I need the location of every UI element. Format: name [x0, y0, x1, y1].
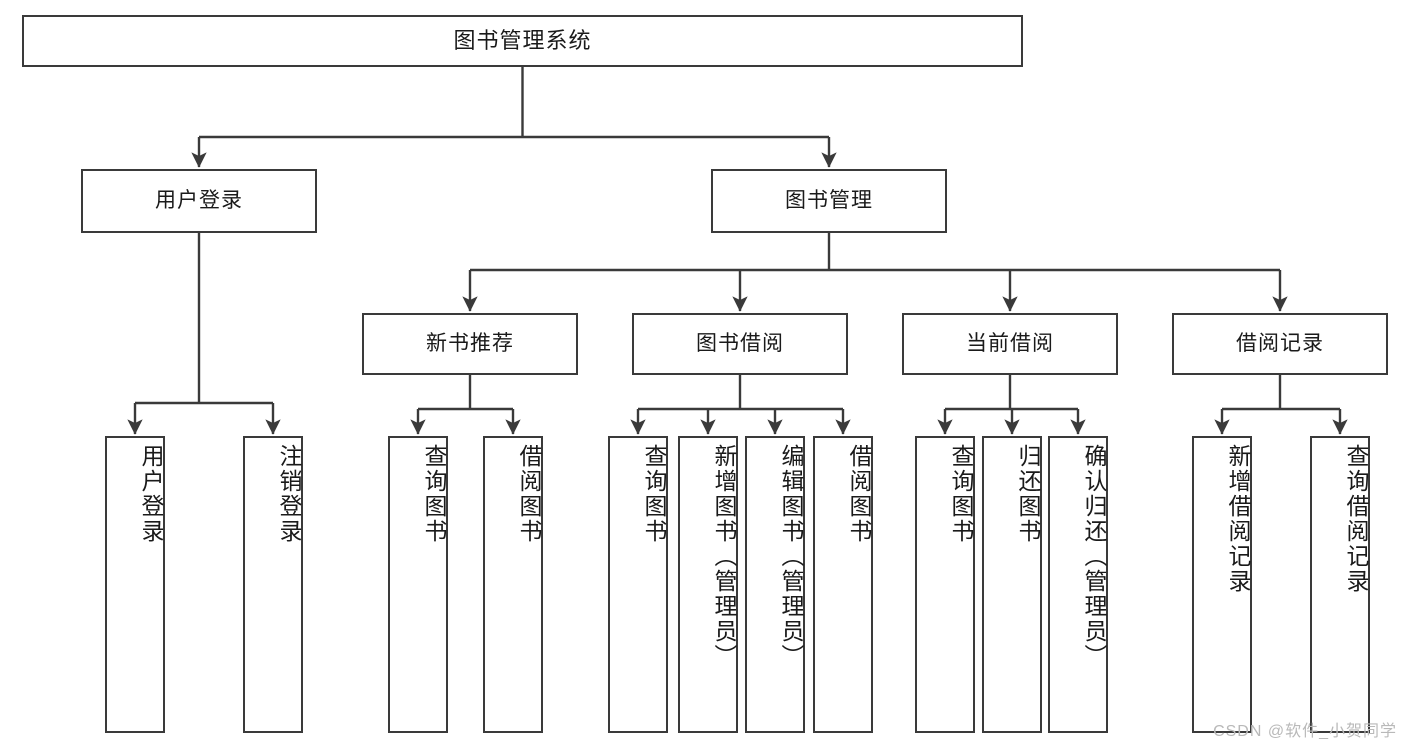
node-l2[interactable]: 注销登录 — [243, 436, 303, 733]
node-borrow[interactable]: 图书借阅 — [632, 313, 848, 375]
node-label: 图书管理系统 — [453, 27, 592, 53]
node-label: 查询图书 — [421, 444, 447, 544]
node-label: 借阅图书 — [516, 444, 542, 544]
node-l7[interactable]: 编辑图书（管理员） — [745, 436, 805, 733]
node-bookmgmt[interactable]: 图书管理 — [711, 169, 947, 233]
node-l12[interactable]: 新增借阅记录 — [1192, 436, 1252, 733]
node-label: 查询借阅记录 — [1343, 444, 1369, 594]
watermark-label: CSDN @软件_小贺同学 — [1213, 723, 1397, 740]
node-l13[interactable]: 查询借阅记录 — [1310, 436, 1370, 733]
node-l11[interactable]: 确认归还（管理员） — [1048, 436, 1108, 733]
node-label: 图书借阅 — [696, 332, 784, 356]
node-label: 借阅记录 — [1236, 332, 1324, 356]
node-l5[interactable]: 查询图书 — [608, 436, 668, 733]
node-current[interactable]: 当前借阅 — [902, 313, 1118, 375]
node-records[interactable]: 借阅记录 — [1172, 313, 1388, 375]
node-label: 图书管理 — [785, 189, 873, 213]
node-l9[interactable]: 查询图书 — [915, 436, 975, 733]
node-label: 查询图书 — [948, 444, 974, 544]
node-label: 新书推荐 — [426, 332, 514, 356]
node-label: 新增图书（管理员） — [711, 444, 737, 669]
node-label: 用户登录 — [155, 189, 243, 213]
node-l3[interactable]: 查询图书 — [388, 436, 448, 733]
node-label: 查询图书 — [641, 444, 667, 544]
node-l1[interactable]: 用户登录 — [105, 436, 165, 733]
node-label: 用户登录 — [138, 444, 164, 544]
node-l4[interactable]: 借阅图书 — [483, 436, 543, 733]
node-l8[interactable]: 借阅图书 — [813, 436, 873, 733]
node-login[interactable]: 用户登录 — [81, 169, 317, 233]
node-l6[interactable]: 新增图书（管理员） — [678, 436, 738, 733]
node-label: 新增借阅记录 — [1225, 444, 1251, 594]
node-label: 编辑图书（管理员） — [778, 444, 804, 669]
node-label: 归还图书 — [1015, 444, 1041, 544]
node-l10[interactable]: 归还图书 — [982, 436, 1042, 733]
node-label: 注销登录 — [276, 444, 302, 544]
node-label: 确认归还（管理员） — [1081, 444, 1107, 669]
node-newbook[interactable]: 新书推荐 — [362, 313, 578, 375]
node-root[interactable]: 图书管理系统 — [22, 15, 1023, 67]
node-label: 借阅图书 — [846, 444, 872, 544]
node-label: 当前借阅 — [966, 332, 1054, 356]
